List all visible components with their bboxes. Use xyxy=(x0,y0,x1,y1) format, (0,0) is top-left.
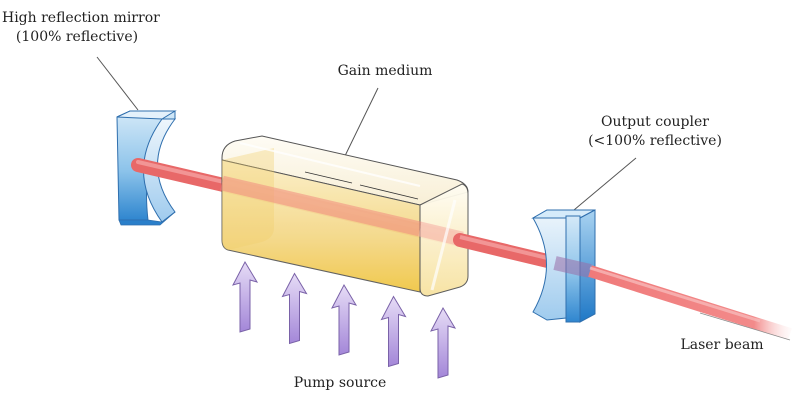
output-coupler-label-line2: (<100% reflective) xyxy=(588,133,722,149)
gain-medium xyxy=(220,135,469,297)
pump-arrow-icon xyxy=(430,306,457,379)
output-coupler-leader-line xyxy=(567,157,637,216)
pump-arrow-icon xyxy=(232,260,259,333)
gain-medium-label: Gain medium xyxy=(337,63,433,79)
hr-mirror-label-line1: High reflection mirror xyxy=(2,10,160,26)
laser-beam-label: Laser beam xyxy=(680,337,764,353)
output-coupler-label-line1: Output coupler xyxy=(601,114,709,130)
pump-arrow-icon xyxy=(380,295,407,368)
output-beam xyxy=(588,265,792,341)
output-coupler-label: Output coupler (<100% reflective) xyxy=(580,113,730,151)
pump-arrow-icon xyxy=(331,283,358,356)
pump-arrows xyxy=(232,260,457,379)
hr-mirror-label: High reflection mirror (100% reflective) xyxy=(2,9,160,47)
gain-medium-leader-line xyxy=(342,87,379,161)
hr-mirror-leader-line xyxy=(96,56,139,111)
laser-beam-mid xyxy=(453,233,567,271)
output-coupler xyxy=(531,209,596,323)
pump-source-label: Pump source xyxy=(293,375,387,391)
pump-arrow-icon xyxy=(281,272,308,345)
hr-mirror-label-line2: (100% reflective) xyxy=(15,29,139,45)
